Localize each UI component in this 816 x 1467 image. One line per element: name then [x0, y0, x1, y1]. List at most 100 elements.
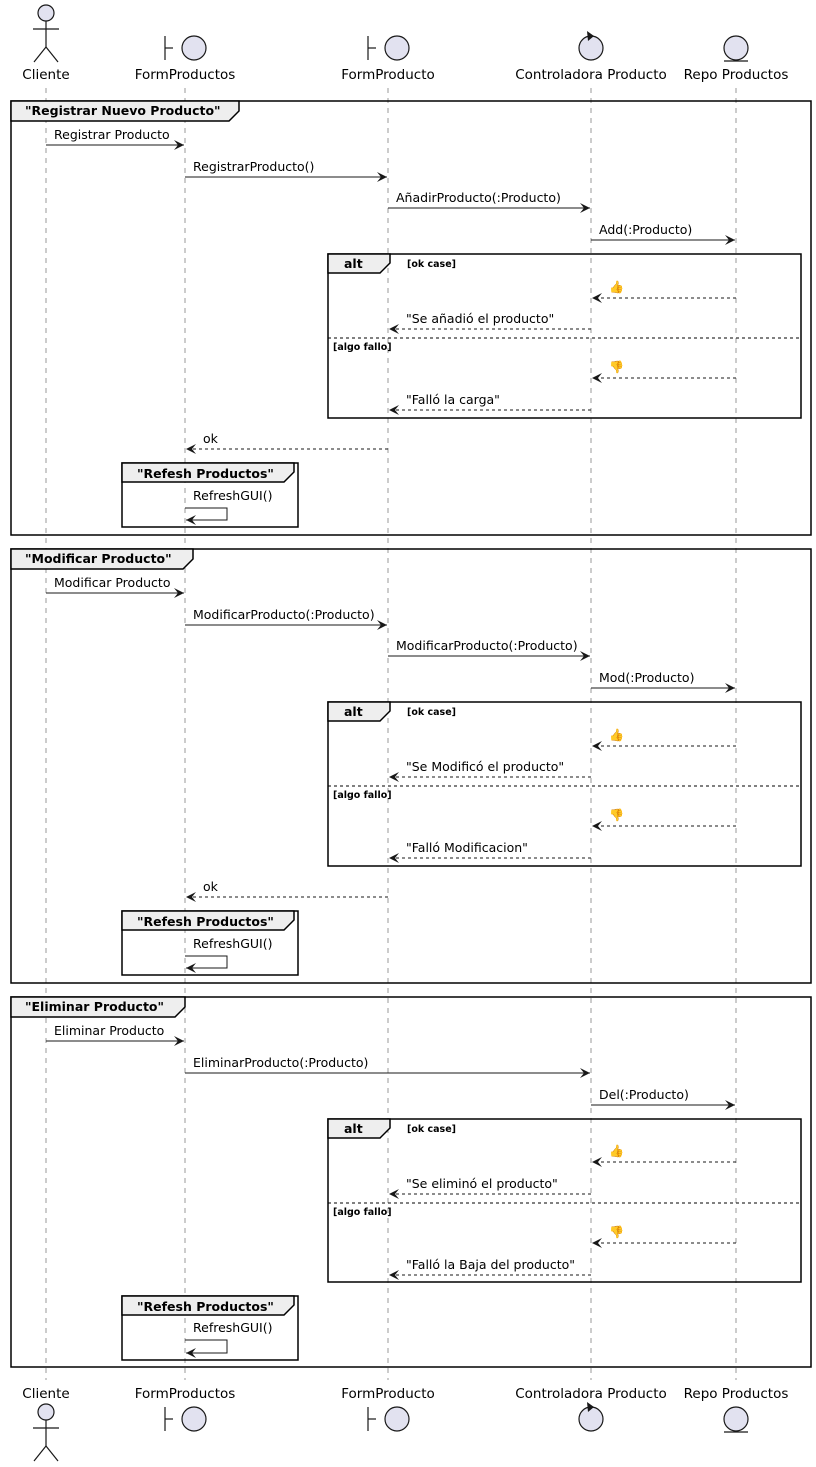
participant-formproductos-bottom: FormProductos — [135, 1386, 236, 1432]
message: Add(:Producto) — [591, 222, 735, 245]
message-label: "Se Modificó el producto" — [406, 759, 564, 774]
self-message-label: RefreshGUI() — [193, 1320, 272, 1335]
group-frame: "Eliminar Producto" — [10, 996, 812, 1368]
alt-frame-border — [327, 253, 802, 419]
participant-controladora-bottom: Controladora Producto — [515, 1386, 667, 1432]
refresh-title: "Refesh Productos" — [137, 914, 274, 929]
group-frame-border — [10, 548, 812, 984]
group-frame-border — [10, 100, 812, 536]
actor-head — [37, 1403, 55, 1421]
message-label: Eliminar Producto — [54, 1023, 164, 1038]
alt-keyword: alt — [344, 256, 363, 271]
group-title: "Registrar Nuevo Producto" — [25, 103, 221, 118]
thumbs-up-icon: 👍 — [609, 280, 624, 294]
participant-label: FormProducto — [341, 67, 435, 83]
message-label: Add(:Producto) — [599, 222, 692, 237]
self-message-label: RefreshGUI() — [193, 488, 272, 503]
participant-cliente-top: Cliente — [22, 4, 70, 83]
alt-frame-border — [327, 701, 802, 867]
message: EliminarProducto(:Producto) — [185, 1055, 590, 1078]
control-icon — [578, 1402, 604, 1432]
message: AñadirProducto(:Producto) — [388, 190, 590, 213]
participant-label: Controladora Producto — [515, 67, 667, 83]
refresh-fragment: "Refesh Productos" RefreshGUI() — [121, 910, 299, 976]
alt-guard: [algo fallo] — [333, 342, 392, 353]
participant-repo-top: Repo Productos — [684, 35, 788, 83]
boundary-circle — [384, 1406, 410, 1432]
self-message-label: RefreshGUI() — [193, 936, 272, 951]
actor-leg-left — [33, 1445, 47, 1462]
thumbs-down-icon: 👎 — [609, 1225, 624, 1239]
message: ModificarProducto(:Producto) — [185, 607, 387, 630]
alt-guard: [algo fallo] — [333, 790, 392, 801]
boundary-icon — [367, 35, 410, 61]
control-arrowhead — [587, 31, 594, 41]
participant-formproductos-top: FormProductos — [135, 35, 235, 83]
actor-leg-right — [45, 46, 59, 63]
alt-frame-border — [327, 1118, 802, 1283]
boundary-icon — [164, 35, 207, 61]
group-frame: "Modificar Producto" — [10, 548, 812, 984]
control-arrowhead — [587, 1402, 594, 1412]
refresh-fragment: "Refesh Productos" RefreshGUI() — [121, 1295, 299, 1361]
message-label: "Falló la carga" — [406, 392, 500, 407]
group-title: "Modificar Producto" — [25, 551, 172, 566]
alt-frame-tab — [327, 253, 391, 274]
participant-label: Controladora Producto — [515, 1386, 667, 1402]
alt-frame-tab — [327, 701, 391, 722]
message: "Se añadió el producto" — [389, 311, 591, 334]
actor-leg-left — [33, 46, 47, 63]
message: RegistrarProducto() — [185, 159, 387, 182]
message-label: "Se añadió el producto" — [406, 311, 554, 326]
entity-circle — [723, 1406, 749, 1432]
thumbs-up-icon: 👍 — [609, 728, 624, 742]
participant-label: Cliente — [22, 67, 69, 83]
group-frame-tab — [10, 996, 186, 1018]
message-label: RegistrarProducto() — [193, 159, 314, 174]
alt-fragment: alt[ok case][algo fallo] — [327, 1118, 802, 1283]
message-label: ModificarProducto(:Producto) — [396, 638, 578, 653]
participant-controladora-top: Controladora Producto — [515, 31, 667, 83]
message: Registrar Producto — [46, 127, 184, 150]
participant-label: FormProductos — [135, 1386, 236, 1402]
group-title: "Eliminar Producto" — [25, 999, 164, 1014]
message-label: AñadirProducto(:Producto) — [396, 190, 561, 205]
entity-circle — [723, 35, 749, 61]
self-message-arrow — [185, 507, 228, 525]
alt-fragment: alt[ok case][algo fallo] — [327, 701, 802, 867]
message: "Se eliminó el producto" — [389, 1176, 591, 1199]
message-label: ModificarProducto(:Producto) — [193, 607, 375, 622]
message-label: Mod(:Producto) — [599, 670, 694, 685]
boundary-circle — [384, 35, 410, 61]
thumbs-down-icon: 👎 — [609, 808, 624, 822]
actor-icon — [33, 4, 59, 63]
group-frame: "Registrar Nuevo Producto" — [10, 100, 812, 536]
refresh-title: "Refesh Productos" — [137, 466, 274, 481]
message: 👎 — [592, 808, 736, 831]
refresh-title: "Refesh Productos" — [137, 1299, 274, 1314]
alt-keyword: alt — [344, 1121, 363, 1136]
message: ModificarProducto(:Producto) — [388, 638, 590, 661]
group-frame-border — [10, 996, 812, 1368]
message: "Falló la Baja del producto" — [389, 1257, 591, 1280]
message: Eliminar Producto — [46, 1023, 184, 1046]
message-label: "Se eliminó el producto" — [406, 1176, 558, 1191]
refresh-frame-tab — [121, 910, 295, 931]
alt-guard: [algo fallo] — [333, 1207, 392, 1218]
message: 👎 — [592, 1225, 736, 1248]
message: "Se Modificó el producto" — [389, 759, 591, 782]
message: Mod(:Producto) — [591, 670, 735, 693]
alt-guard: [ok case] — [407, 259, 456, 270]
alt-keyword: alt — [344, 704, 363, 719]
message: ok — [186, 431, 388, 454]
message: 👎 — [592, 360, 736, 383]
group-frame-tab — [10, 100, 240, 122]
participant-label: Cliente — [22, 1386, 69, 1402]
message: Del(:Producto) — [591, 1087, 735, 1110]
boundary-circle — [181, 1406, 207, 1432]
participant-formproducto-bottom: FormProducto — [341, 1386, 435, 1432]
thumbs-down-icon: 👎 — [609, 360, 624, 374]
message-label: "Falló la Baja del producto" — [406, 1257, 575, 1272]
entity-icon — [723, 1406, 749, 1433]
